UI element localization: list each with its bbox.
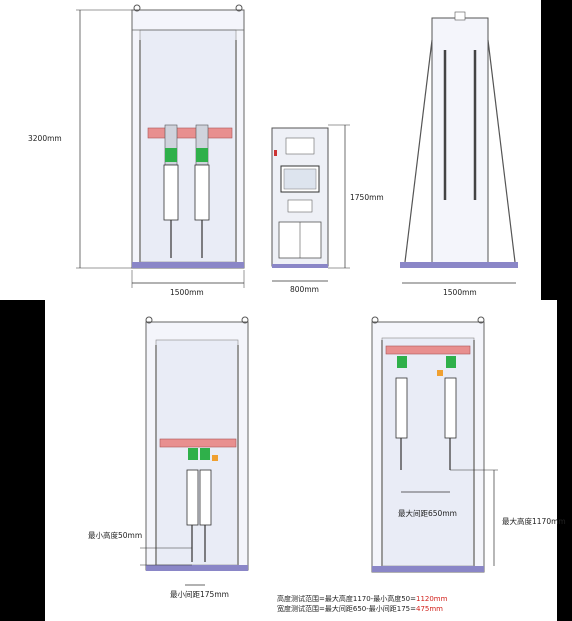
bottom-left-frame <box>145 316 249 571</box>
front-motor-right <box>196 148 208 162</box>
bottom-right-frame <box>371 316 485 573</box>
dark-band-bottom-left <box>0 300 45 621</box>
control-cabinet <box>271 127 329 268</box>
cabinet-height-label: 1750mm <box>350 193 384 202</box>
side-width-label: 1500mm <box>443 288 477 297</box>
side-view-frame <box>400 11 518 268</box>
min-height-label: 最小高度50mm <box>88 530 142 540</box>
dark-band-bottom-right <box>557 300 572 621</box>
max-height-label: 最大高度1170mm <box>502 516 566 526</box>
dark-band-top-right <box>541 0 572 300</box>
max-spacing-label: 最大间距650mm <box>398 508 457 518</box>
width-range-note: 宽度测试范围=最大间距650-最小间距175=475mm <box>277 604 443 613</box>
min-spacing-label: 最小间距175mm <box>170 590 229 599</box>
height-range-note: 高度测试范围=最大高度1170-最小高度50=1120mm <box>277 594 448 603</box>
front-motor-left <box>165 148 177 162</box>
cabinet-width-label: 800mm <box>290 285 319 294</box>
front-base <box>132 262 244 268</box>
front-width-label: 1500mm <box>170 288 204 297</box>
front-view-frame <box>131 4 245 269</box>
height-total-label: 3200mm <box>28 134 62 143</box>
front-rail <box>147 127 233 139</box>
